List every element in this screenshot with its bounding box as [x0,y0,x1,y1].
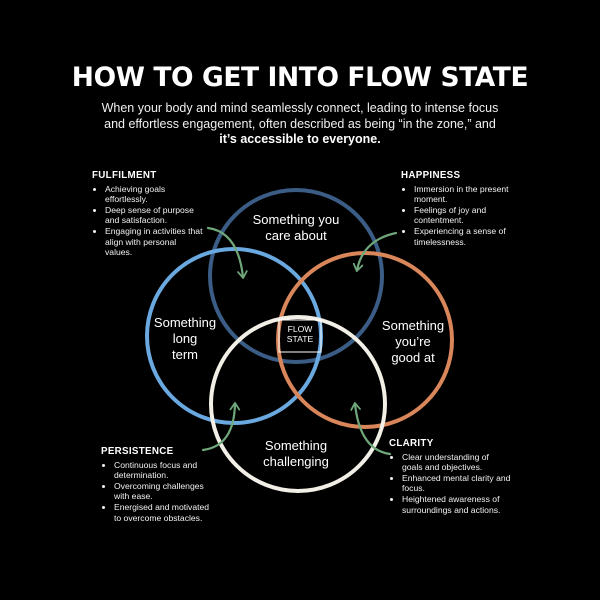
list-item: Engaging in activities that align with p… [105,226,204,258]
label-care-about: Something you care about [252,212,340,243]
panel-heading: PERSISTENCE [101,446,174,457]
circle-care-about [208,188,384,364]
subtitle-line-3: it’s accessible to everyone. [219,132,381,146]
list-item: Enhanced mental clarity and focus. [402,473,511,494]
panel-heading: HAPPINESS [401,170,461,181]
arrow-persistence [201,402,241,452]
flow-state-box [278,319,322,353]
label-long-term: Something long term [153,315,217,362]
panel-fulfilment: FULFILMENT Achieving goals effortlessly.… [92,170,204,258]
arrow-clarity [350,402,392,456]
list-item: Immersion in the present moment. [414,184,511,205]
panel-heading: FULFILMENT [92,170,157,181]
circle-challenging [209,315,387,493]
list-item: Heightened awareness of surroundings and… [402,494,511,515]
panel-heading: CLARITY [389,438,434,449]
subtitle: When your body and mind seamlessly conne… [80,101,520,148]
arrow-happiness [352,231,398,272]
subtitle-line-2: and effortless engagement, often describ… [104,116,496,131]
list-item: Continuous focus and determination. [114,460,214,481]
subtitle-line-1: When your body and mind seamlessly conne… [101,101,499,115]
list-item: Feelings of joy and contentment. [414,205,511,226]
arrow-fulfilment [206,226,248,279]
list-item: Deep sense of purpose and satisfaction. [105,205,204,226]
panel-happiness: HAPPINESS Immersion in the present momen… [401,170,511,247]
label-good-at: Something you’re good at [381,318,445,365]
list-item: Clear understanding of goals and objecti… [402,452,511,473]
list-item: Achieving goals effortlessly. [105,184,204,205]
panel-clarity: CLARITY Clear understanding of goals and… [389,438,511,515]
panel-persistence: PERSISTENCE Continuous focus and determi… [101,446,214,523]
list-item: Overcoming challenges with ease. [114,481,214,502]
list-item: Energised and motivated to overcome obst… [114,502,214,523]
label-challenging: Something challenging [263,438,329,469]
flow-state-label: FLOW STATE [286,324,314,344]
list-item: Experiencing a sense of timelessness. [414,226,511,247]
page-title: HOW TO GET INTO FLOW STATE [71,62,529,93]
